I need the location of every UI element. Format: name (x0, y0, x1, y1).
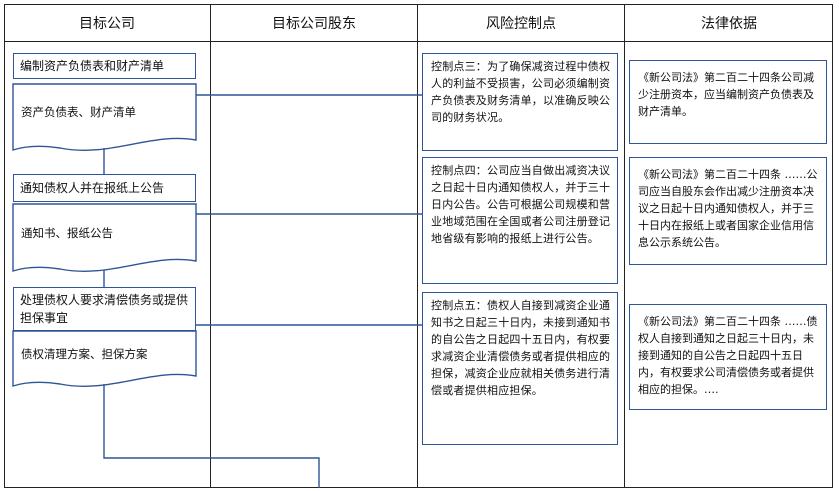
header-divider (4, 41, 833, 42)
header-target-shareholders: 目标公司股东 (272, 16, 356, 32)
header-legal-basis: 法律依据 (701, 16, 757, 32)
document-shape-1 (12, 83, 197, 152)
column-divider-1 (210, 4, 211, 488)
column-divider-3 (624, 4, 625, 488)
control-point-4: 控制点四：公司应当自做出减资决议之日起十日内通知债权人，并于三十日内公告。公告可… (422, 157, 618, 284)
column-divider-2 (417, 4, 418, 488)
legal-basis-2: 《新公司法》第二百二十四条 ……公司应当自股东会作出减少注册资本决议之日起十日内… (629, 157, 827, 265)
step-prepare-balance-sheet: 编制资产负债表和财产清单 (13, 53, 196, 79)
document-label-2: 通知书、报纸公告 (21, 226, 113, 240)
document-label-1: 资产负债表、财产清单 (21, 105, 136, 119)
document-shape-2 (12, 203, 197, 273)
control-point-5: 控制点五：债权人自接到减资企业通知书之日起三十日内，未接到通知书的自公告之日起四… (422, 292, 618, 445)
table-frame (4, 4, 833, 488)
document-label-3: 债权清理方案、担保方案 (21, 347, 148, 361)
legal-basis-1: 《新公司法》第二百二十四条公司减少注册资本，应当编制资产负债表及财产清单。 (629, 60, 827, 144)
step-handle-creditor-requests: 处理债权人要求清偿债务或提供担保事宜 (13, 287, 196, 331)
document-shape-3 (12, 330, 197, 388)
legal-basis-3: 《新公司法》第二百二十四条 ……债权人自接到通知之日起三十日内，未接到通知的自公… (629, 304, 827, 410)
control-point-3: 控制点三：为了确保减资过程中债权人的利益不受损害，公司必须编制资产负债表及财务清… (422, 53, 618, 151)
header-target-company: 目标公司 (79, 16, 135, 32)
header-risk-control: 风险控制点 (486, 16, 556, 32)
step-notify-creditors: 通知债权人并在报纸上公告 (13, 174, 196, 202)
